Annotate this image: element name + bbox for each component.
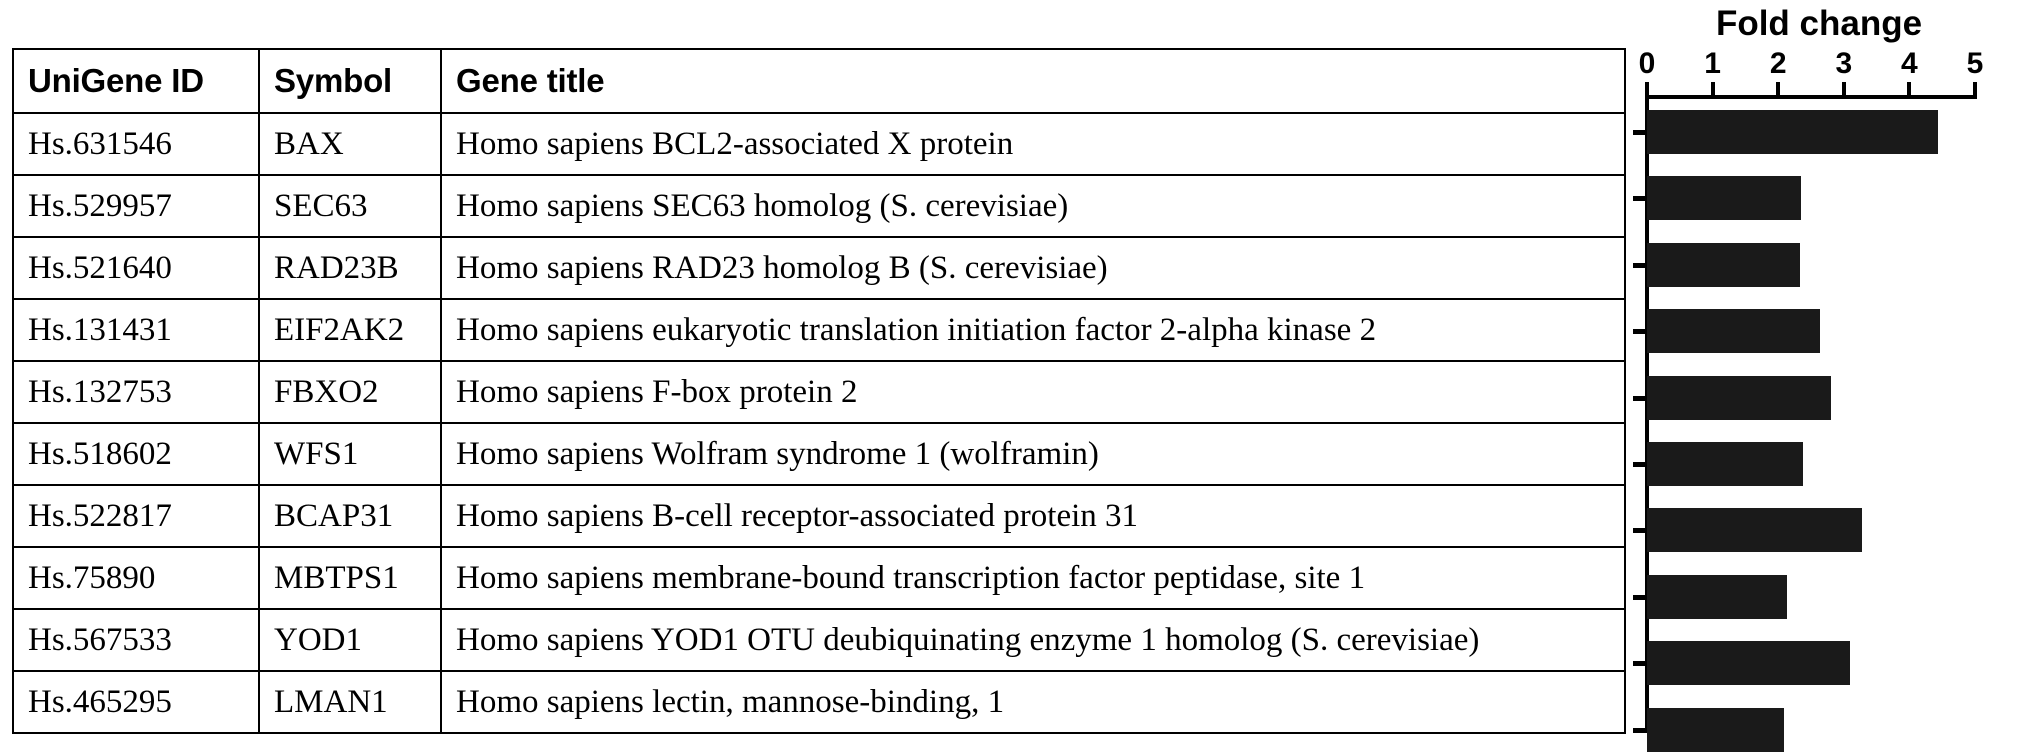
cell-gene-title: Homo sapiens YOD1 OTU deubiquinating enz… — [440, 608, 1626, 672]
x-tick-1 — [1710, 82, 1715, 99]
cell-gene-title: Homo sapiens B-cell receptor-associated … — [440, 484, 1626, 548]
column-header-gene-title: Gene title — [440, 48, 1626, 114]
x-tick-0 — [1645, 82, 1649, 99]
cell-unigene-id: Hs.567533 — [12, 608, 260, 672]
bar-bcap31 — [1647, 508, 1862, 553]
cell-symbol: FBXO2 — [258, 360, 442, 424]
table-header-row: UniGene ID Symbol Gene title — [12, 48, 1626, 114]
cell-unigene-id: Hs.631546 — [12, 112, 260, 176]
cell-gene-title: Homo sapiens Wolfram syndrome 1 (wolfram… — [440, 422, 1626, 486]
cell-symbol: LMAN1 — [258, 670, 442, 734]
category-tick-sec63 — [1633, 196, 1647, 202]
cell-symbol: BAX — [258, 112, 442, 176]
x-tick-label-5: 5 — [1966, 47, 1984, 80]
category-tick-lman1 — [1633, 727, 1647, 733]
x-tick-5 — [1973, 82, 1977, 99]
cell-unigene-id: Hs.518602 — [12, 422, 260, 486]
category-tick-eif2ak2 — [1633, 329, 1647, 335]
category-tick-fbxo2 — [1633, 395, 1647, 401]
cell-symbol: EIF2AK2 — [258, 298, 442, 362]
bar-sec63 — [1647, 176, 1802, 221]
cell-gene-title: Homo sapiens SEC63 homolog (S. cerevisia… — [440, 174, 1626, 238]
column-header-symbol: Symbol — [258, 48, 442, 114]
column-header-unigene-id: UniGene ID — [12, 48, 260, 114]
bar-mbtps1 — [1647, 574, 1788, 619]
category-tick-bcap31 — [1633, 528, 1647, 534]
bar-wfs1 — [1647, 442, 1804, 486]
x-axis-line — [1645, 95, 1973, 99]
x-tick-2 — [1776, 82, 1781, 99]
cell-unigene-id: Hs.529957 — [12, 174, 260, 238]
x-tick-label-2: 2 — [1769, 47, 1787, 80]
bar-fbxo2 — [1647, 375, 1831, 420]
fold-change-chart: Fold change 0 1 2 3 4 5 — [1624, 0, 2031, 752]
cell-unigene-id: Hs.522817 — [12, 484, 260, 548]
cell-symbol: SEC63 — [258, 174, 442, 238]
x-tick-4 — [1907, 82, 1912, 99]
bar-lman1 — [1647, 707, 1785, 752]
category-tick-wfs1 — [1633, 462, 1647, 467]
cell-symbol: MBTPS1 — [258, 546, 442, 610]
bar-yod1 — [1647, 641, 1851, 686]
x-tick-label-1: 1 — [1704, 47, 1721, 80]
chart-title: Fold change — [1715, 4, 1923, 43]
x-tick-label-0: 0 — [1638, 47, 1656, 80]
cell-symbol: WFS1 — [258, 422, 442, 486]
cell-gene-title: Homo sapiens eukaryotic translation init… — [440, 298, 1626, 362]
cell-unigene-id: Hs.75890 — [12, 546, 260, 610]
bar-rad23b — [1647, 242, 1800, 287]
x-tick-label-4: 4 — [1901, 47, 1918, 80]
cell-symbol: BCAP31 — [258, 484, 442, 548]
cell-gene-title: Homo sapiens RAD23 homolog B (S. cerevis… — [440, 236, 1626, 300]
cell-gene-title: Homo sapiens BCL2-associated X protein — [440, 112, 1626, 176]
cell-symbol: RAD23B — [258, 236, 442, 300]
x-tick-label-3: 3 — [1835, 47, 1853, 80]
cell-gene-title: Homo sapiens lectin, mannose-binding, 1 — [440, 670, 1626, 734]
cell-unigene-id: Hs.465295 — [12, 670, 260, 734]
bar-bax — [1647, 110, 1938, 154]
chart-plot-area: 0 1 2 3 4 5 — [1624, 47, 2031, 752]
bar-eif2ak2 — [1647, 309, 1820, 354]
category-tick-rad23b — [1633, 262, 1647, 268]
x-tick-3 — [1841, 82, 1846, 99]
category-tick-bax — [1633, 130, 1647, 135]
cell-symbol: YOD1 — [258, 608, 442, 672]
category-tick-mbtps1 — [1633, 594, 1647, 600]
cell-unigene-id: Hs.132753 — [12, 360, 260, 424]
cell-unigene-id: Hs.131431 — [12, 298, 260, 362]
cell-gene-title: Homo sapiens membrane-bound transcriptio… — [440, 546, 1626, 610]
cell-unigene-id: Hs.521640 — [12, 236, 260, 300]
cell-gene-title: Homo sapiens F-box protein 2 — [440, 360, 1626, 424]
category-tick-yod1 — [1633, 661, 1647, 667]
